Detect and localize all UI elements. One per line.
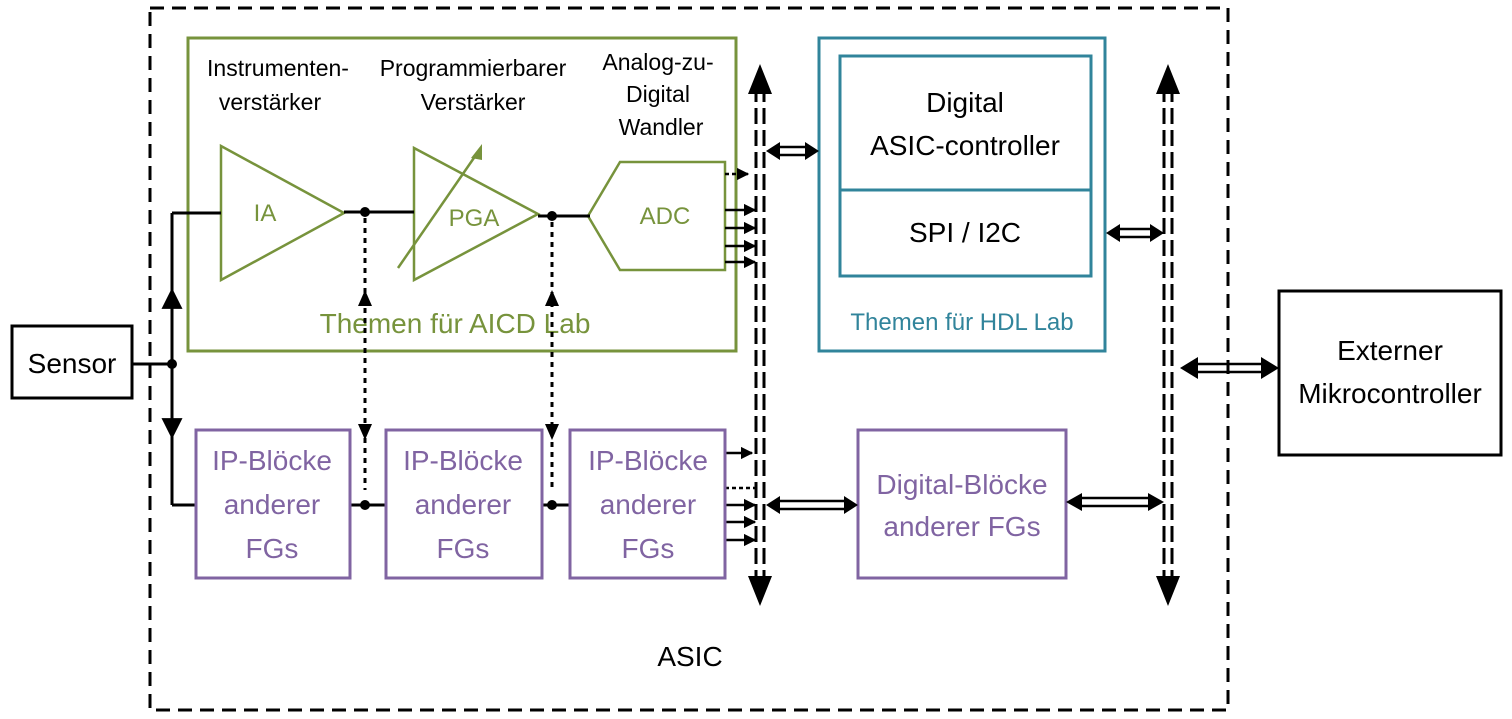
svg-text:FGs: FGs — [246, 533, 299, 564]
svg-text:FGs: FGs — [437, 533, 490, 564]
spi-i2c-label: SPI / I2C — [909, 217, 1021, 248]
asic-controller-box — [838, 54, 1093, 192]
adc-block — [586, 160, 727, 272]
adc-output-arrows — [725, 167, 757, 269]
svg-text:IP-Blöcke: IP-Blöcke — [403, 445, 523, 476]
svg-text:ASIC-controller: ASIC-controller — [870, 130, 1060, 161]
left-bus — [748, 64, 772, 606]
ip-block-1 — [194, 428, 352, 580]
external-mcu-label: Externer Mikrocontroller — [1298, 335, 1482, 409]
adc-label: ADC — [640, 203, 691, 230]
ia-heading: Instrumenten- verstärker — [207, 55, 349, 115]
svg-text:FGs: FGs — [622, 533, 675, 564]
svg-text:anderer FGs: anderer FGs — [883, 511, 1040, 542]
ip-block-2-label: IP-Blöcke anderer FGs — [403, 445, 523, 564]
spi-i2c-box — [838, 188, 1093, 278]
pga-gain-arrowhead — [471, 144, 482, 160]
ip-block-2 — [384, 428, 544, 580]
ip-block-3 — [568, 428, 727, 580]
dotted-link-1-up — [358, 290, 372, 306]
ia-label: IA — [254, 200, 277, 227]
asic-controller-label: Digital ASIC-controller — [870, 87, 1060, 161]
svg-text:Digital: Digital — [626, 81, 690, 107]
asic-label: ASIC — [657, 641, 722, 672]
right-bus — [1156, 64, 1180, 606]
bidir-arrow-spi-bus — [1106, 224, 1164, 242]
svg-text:Verstärker: Verstärker — [421, 89, 526, 115]
pga-amplifier — [412, 145, 541, 283]
ia-amplifier — [219, 143, 347, 283]
svg-text:anderer: anderer — [600, 489, 697, 520]
svg-text:Analog-zu-: Analog-zu- — [602, 49, 713, 75]
aicd-lab-caption: Themen für AICD Lab — [320, 308, 591, 339]
ip3-output-arrows — [725, 446, 757, 547]
hdl-lab-box — [817, 36, 1107, 353]
junction-dots — [167, 207, 557, 510]
bidir-arrow-bus-digital — [766, 496, 858, 514]
svg-text:anderer: anderer — [415, 489, 512, 520]
bidir-arrow-bus-external — [1180, 357, 1279, 379]
svg-text:Wandler: Wandler — [619, 114, 704, 140]
svg-text:IP-Blöcke: IP-Blöcke — [588, 445, 708, 476]
adc-heading: Analog-zu- Digital Wandler — [602, 49, 713, 140]
sensor-label: Sensor — [28, 348, 117, 379]
svg-text:anderer: anderer — [224, 489, 321, 520]
asic-boundary — [148, 6, 1230, 712]
bidir-arrow-bus-controller — [766, 142, 819, 160]
svg-text:Digital: Digital — [926, 87, 1004, 118]
bidir-arrow-digital-bus — [1066, 493, 1164, 511]
dotted-link-2-up — [545, 290, 559, 306]
svg-text:Digital-Blöcke: Digital-Blöcke — [876, 469, 1047, 500]
ip-block-3-label: IP-Blöcke anderer FGs — [588, 445, 708, 564]
digital-blocks-box — [856, 428, 1068, 580]
external-mcu-box — [1277, 289, 1503, 457]
svg-text:IP-Blöcke: IP-Blöcke — [212, 445, 332, 476]
pga-gain-arrow — [396, 151, 480, 269]
dotted-link-1-down — [358, 424, 372, 440]
aicd-lab-box — [186, 36, 738, 353]
pga-heading: Programmierbarer Verstärker — [380, 55, 567, 115]
svg-text:verstärker: verstärker — [219, 89, 322, 115]
svg-text:Instrumenten-: Instrumenten- — [207, 55, 349, 81]
svg-text:Externer: Externer — [1337, 335, 1443, 366]
svg-text:Mikrocontroller: Mikrocontroller — [1298, 378, 1482, 409]
digital-blocks-label: Digital-Blöcke anderer FGs — [876, 469, 1047, 542]
pga-label: PGA — [449, 205, 500, 232]
hdl-lab-caption: Themen für HDL Lab — [850, 309, 1073, 336]
svg-text:Programmierbarer: Programmierbarer — [380, 55, 567, 81]
sensor-box — [10, 324, 134, 400]
dotted-link-2-down — [545, 424, 559, 440]
ip-block-1-label: IP-Blöcke anderer FGs — [212, 445, 332, 564]
